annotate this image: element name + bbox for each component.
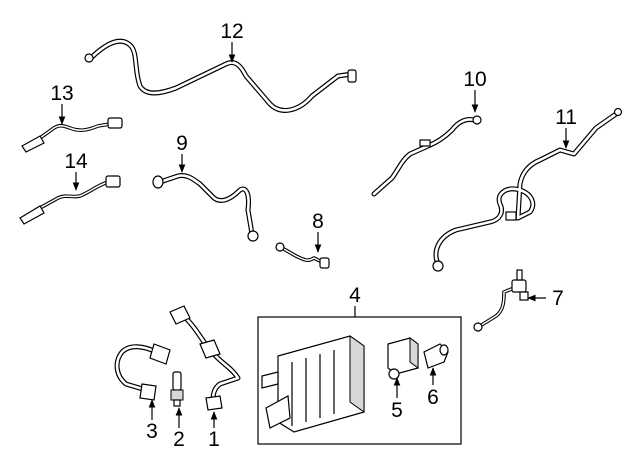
part-12-fuel-line[interactable] [84, 38, 357, 113]
callout-2-number: 2 [173, 428, 185, 451]
part-5-valve[interactable] [387, 337, 419, 380]
callout-3-number: 3 [146, 420, 158, 443]
part-6-connector[interactable] [423, 343, 449, 369]
part-8-hose[interactable] [275, 242, 330, 269]
callout-1-number: 1 [208, 428, 220, 451]
part-11-fuel-line[interactable] [432, 107, 623, 272]
callout-10-number: 10 [463, 68, 486, 91]
part-10-fuel-line[interactable] [371, 115, 482, 197]
callout-4-number: 4 [349, 284, 361, 307]
callout-6-number: 6 [427, 386, 439, 409]
part-14-oxygen-sensor[interactable] [19, 175, 121, 225]
callout-13-number: 13 [50, 82, 73, 105]
part-9-fuel-line[interactable] [152, 173, 259, 242]
part-4-canister[interactable] [261, 335, 365, 433]
callout-12-number: 12 [220, 20, 243, 43]
callout-8-number: 8 [312, 210, 324, 233]
callout-5-number: 5 [391, 399, 403, 422]
callout-9-number: 9 [176, 132, 188, 155]
callout-7-number: 7 [552, 287, 564, 310]
part-1-hose[interactable] [169, 305, 241, 411]
part-3-hose[interactable] [114, 343, 171, 401]
part-2-sensor[interactable] [170, 371, 184, 407]
callout-14-number: 14 [64, 150, 88, 173]
part-13-oxygen-sensor[interactable] [21, 117, 123, 153]
callout-11-number: 11 [555, 106, 577, 129]
part-7-vapor-hose[interactable] [473, 269, 529, 332]
